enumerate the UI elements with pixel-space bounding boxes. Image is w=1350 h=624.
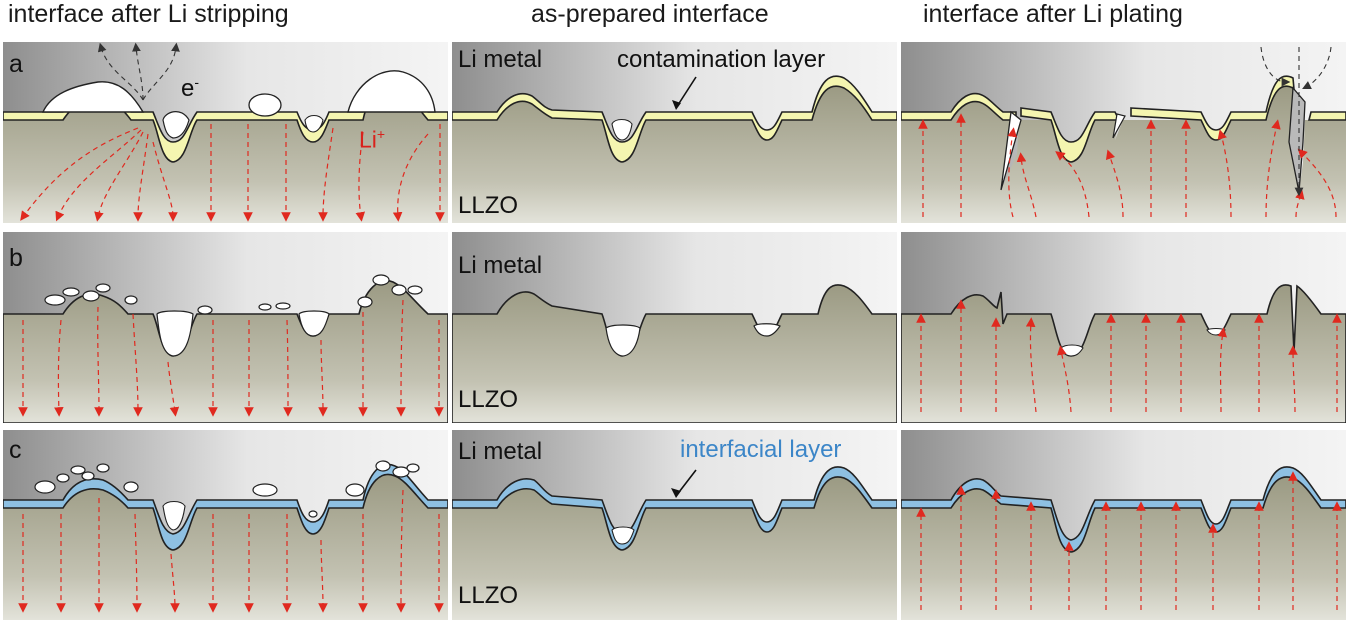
llzo-region — [901, 284, 1346, 423]
li-ion-label: Li+ — [359, 126, 385, 154]
void — [611, 526, 635, 545]
panel-a-stripping: a e- Li+ — [3, 42, 448, 223]
void — [248, 93, 282, 117]
llzo-region — [452, 284, 897, 423]
void-particles — [34, 460, 420, 518]
void — [156, 310, 194, 357]
li-metal-label-b: Li metal — [458, 252, 543, 279]
void — [347, 70, 436, 113]
li-metal-label-c: Li metal — [458, 438, 543, 465]
panel-c-plating — [901, 430, 1346, 620]
pointer-arrowhead — [672, 100, 681, 110]
row-label-c: c — [9, 436, 22, 464]
llzo-label-c: LLZO — [458, 582, 519, 609]
interfacial-layer — [3, 463, 448, 551]
dendrite — [1288, 86, 1306, 193]
llzo-region — [452, 476, 897, 620]
llzo-label-b: LLZO — [458, 386, 519, 413]
llzo-region — [3, 474, 448, 620]
void — [611, 118, 633, 141]
void — [41, 81, 145, 113]
electron-label: e- — [181, 74, 199, 103]
li-metal-label-a: Li metal — [458, 46, 543, 73]
llzo-region — [901, 476, 1346, 620]
row-label-a: a — [9, 50, 23, 78]
interfacial-layer — [901, 466, 1346, 553]
panel-b-plating — [901, 232, 1346, 423]
electron-sup: - — [194, 74, 200, 90]
li-ion-text: Li — [359, 126, 377, 153]
llzo-region — [3, 85, 448, 223]
panel-b-as-prepared: Li metal LLZO — [452, 232, 897, 423]
contamination-layer-label: contamination layer — [617, 46, 826, 73]
li-ion-sup: + — [376, 126, 386, 142]
title-stripping: interface after Li stripping — [8, 0, 289, 28]
void — [162, 500, 186, 531]
void — [304, 114, 324, 133]
panel-c-as-prepared: Li metal interfacial layer LLZO — [452, 430, 897, 620]
interfacial-layer-label: interfacial layer — [680, 436, 842, 463]
llzo-label-a: LLZO — [458, 192, 519, 219]
contamination-layer — [452, 75, 897, 163]
void — [162, 111, 190, 139]
panel-b-stripping: b — [3, 232, 448, 423]
llzo-region — [3, 279, 448, 423]
electron-text: e — [181, 75, 195, 102]
void — [298, 310, 330, 337]
panel-a-as-prepared: Li metal contamination layer LLZO — [452, 42, 897, 223]
pointer-arrowhead — [671, 488, 681, 498]
crack — [1112, 113, 1126, 139]
void-particles — [44, 274, 423, 315]
void — [605, 324, 641, 357]
void — [753, 323, 781, 337]
title-as-prepared: as-prepared interface — [531, 0, 769, 28]
panel-c-stripping: c — [3, 430, 448, 620]
title-plating: interface after Li plating — [923, 0, 1183, 28]
panel-a-plating — [901, 42, 1346, 223]
row-label-b: b — [9, 244, 23, 272]
